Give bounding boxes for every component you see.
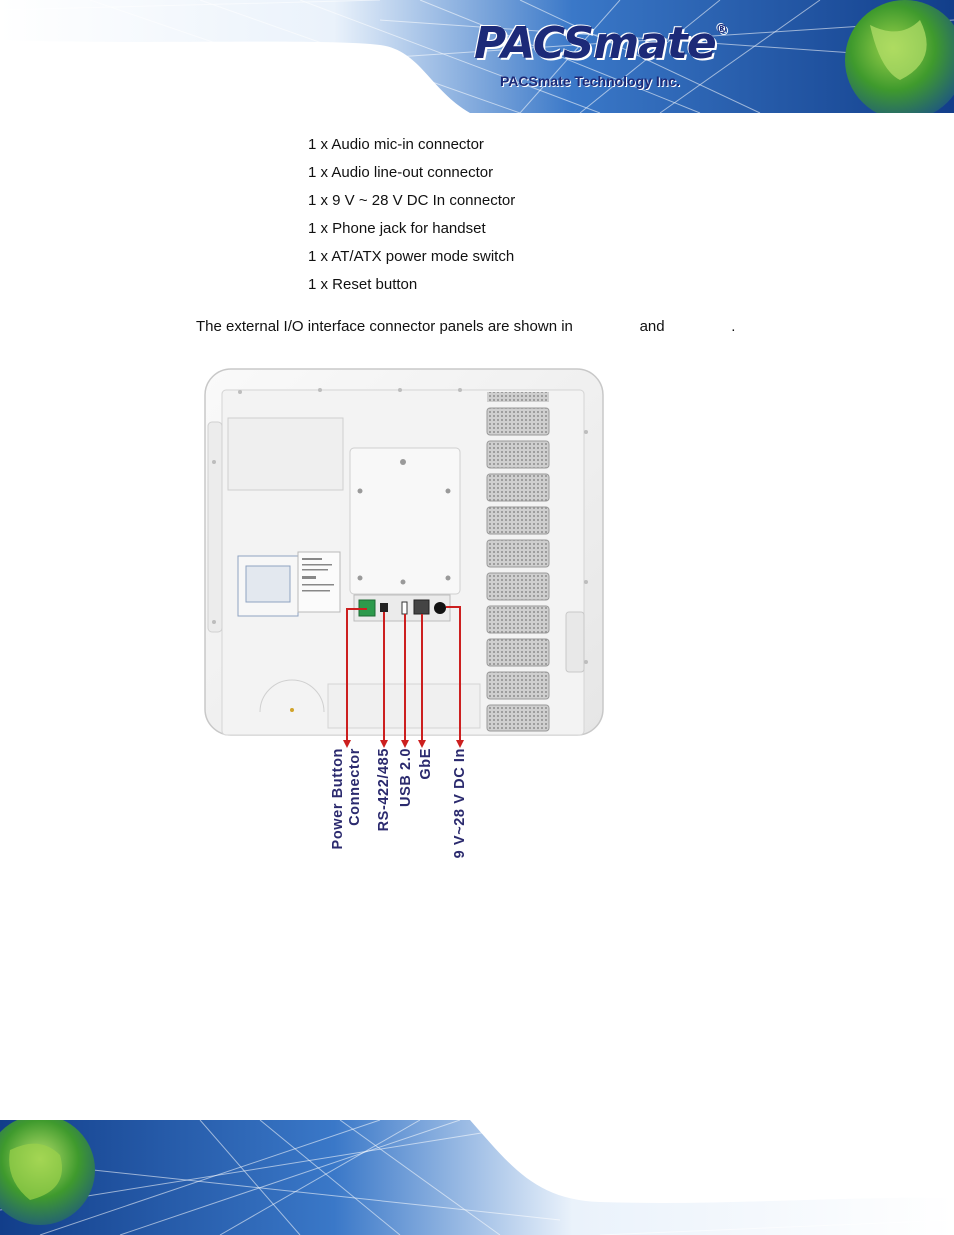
- footer-banner: [0, 1120, 954, 1235]
- label-usb: USB 2.0: [398, 748, 414, 807]
- company-tagline: PACSmate Technology Inc.: [500, 73, 680, 89]
- label-rs422-485: RS-422/485: [376, 748, 392, 831]
- label-gbe: GbE: [418, 748, 434, 780]
- feature-list: 1 x Audio mic-in connector 1 x Audio lin…: [308, 131, 515, 299]
- rear-panel-illustration: Power Button Connector RS-422/485 USB 2.…: [204, 368, 604, 858]
- label-power-button: Power Button: [330, 748, 346, 849]
- label-dc-in: 9 V~28 V DC In: [452, 748, 468, 858]
- label-power-connector: Connector: [347, 748, 363, 826]
- header-background-graphic: [0, 0, 954, 113]
- header-banner: PACSmate® PACSmate Technology Inc.: [0, 0, 954, 113]
- footer-background-graphic: [0, 1120, 954, 1235]
- list-item: 1 x Reset button: [308, 276, 418, 293]
- list-item: 1 x Audio line-out connector: [308, 164, 494, 181]
- list-item: 1 x AT/ATX power mode switch: [308, 248, 515, 265]
- list-item: 1 x Audio mic-in connector: [308, 136, 484, 153]
- intro-paragraph: The external I/O interface connector pan…: [196, 318, 736, 335]
- list-item: 1 x 9 V ~ 28 V DC In connector: [308, 192, 516, 209]
- list-item: 1 x Phone jack for handset: [308, 220, 486, 237]
- rear-panel-figure: Power Button Connector RS-422/485 USB 2.…: [200, 362, 620, 872]
- brand-logo: PACSmate®: [474, 18, 728, 69]
